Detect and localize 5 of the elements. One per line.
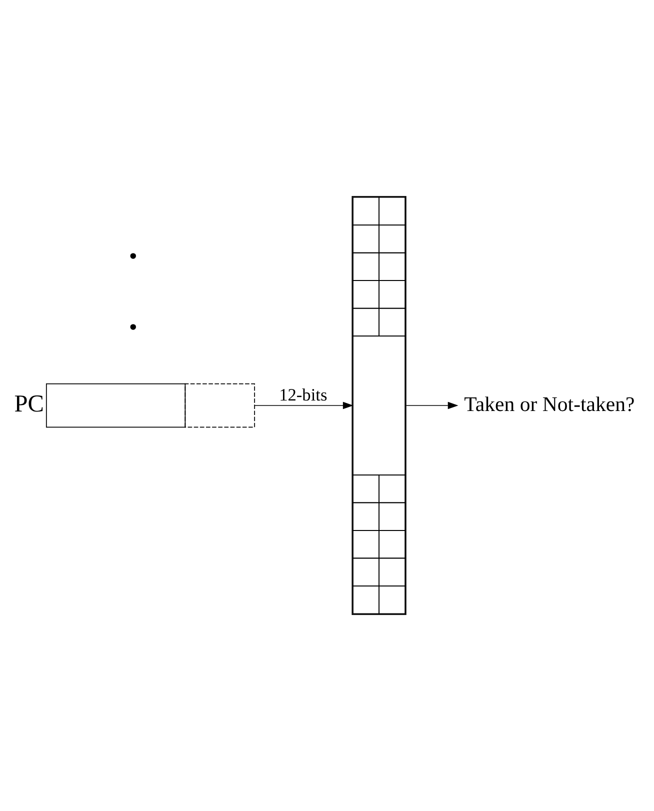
edge-label: 12-bits [279, 385, 328, 404]
label: • [128, 243, 138, 270]
node-text: Taken or Not-taken? [464, 392, 635, 416]
node-label: PC [14, 390, 44, 418]
label: • [128, 314, 138, 342]
